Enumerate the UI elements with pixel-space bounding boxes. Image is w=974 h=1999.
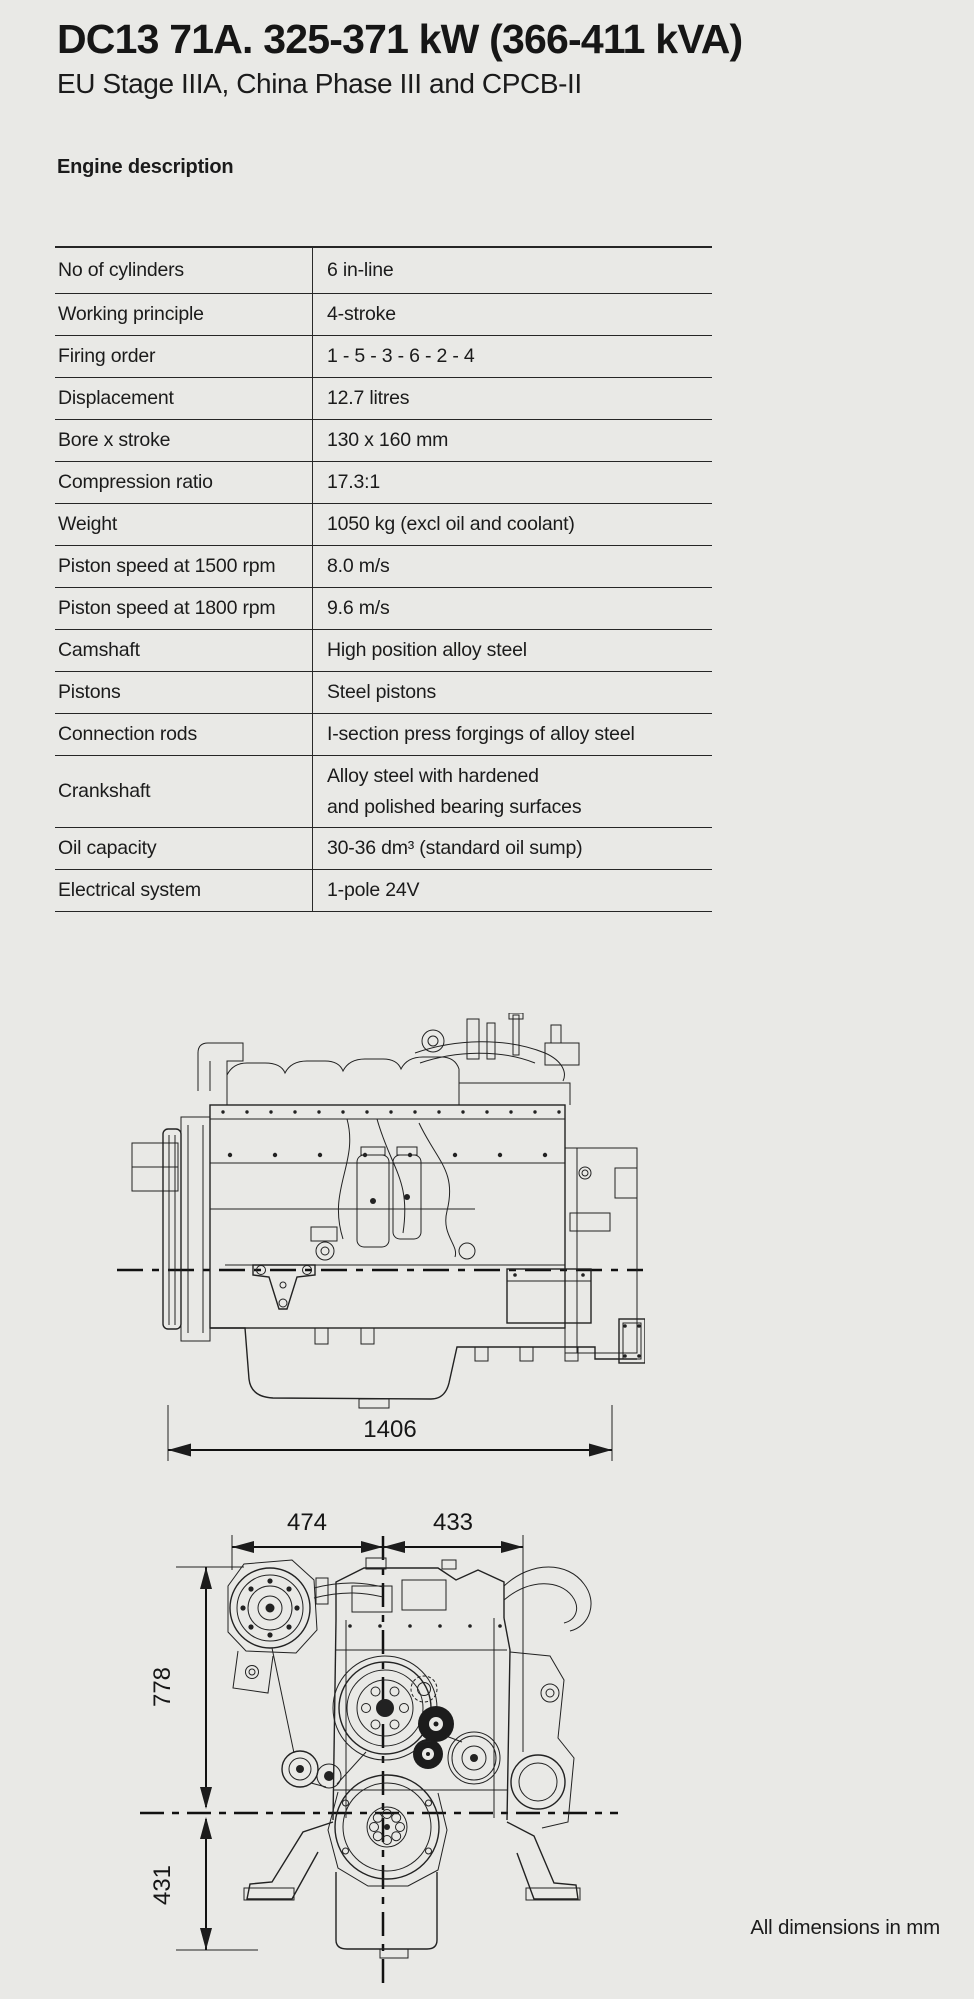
spec-value: Steel pistons	[327, 681, 437, 704]
front-height-lower-label: 431	[149, 1865, 176, 1905]
spec-label: Compression ratio	[55, 462, 313, 503]
spec-label: Piston speed at 1500 rpm	[55, 546, 313, 587]
spec-label: Bore x stroke	[55, 420, 313, 461]
front-height-upper-label: 778	[149, 1667, 176, 1707]
spec-value: 17.3:1	[327, 471, 381, 494]
spec-value: 4-stroke	[327, 303, 396, 326]
front-height-dimensions: 778 431	[149, 1566, 258, 1951]
page-subtitle: EU Stage IIIA, China Phase III and CPCB-…	[57, 68, 582, 99]
spec-value: 1-pole 24V	[327, 879, 420, 902]
spec-label: Connection rods	[55, 714, 313, 755]
spec-label: Oil capacity	[55, 828, 313, 869]
spec-label: Piston speed at 1800 rpm	[55, 588, 313, 629]
spec-label: Weight	[55, 504, 313, 545]
spec-value: 9.6 m/s	[327, 597, 390, 620]
spec-value: 12.7 litres	[327, 387, 410, 410]
engine-side-view-drawing: 1406	[115, 1013, 645, 1473]
spec-value: 1 - 5 - 3 - 6 - 2 - 4	[327, 345, 475, 368]
engine-spec-table: No of cylinders 6 in-line Working princi…	[55, 246, 712, 912]
table-row: Crankshaft Alloy steel with hardened and…	[55, 756, 712, 828]
spec-label: Pistons	[55, 672, 313, 713]
table-row: Electrical system 1-pole 24V	[55, 870, 712, 912]
spec-label: Working principle	[55, 294, 313, 335]
table-row: Pistons Steel pistons	[55, 672, 712, 714]
front-width-dimensions: 474 433	[231, 1509, 524, 1752]
spec-value: High position alloy steel	[327, 639, 527, 662]
side-length-label: 1406	[363, 1416, 416, 1443]
table-row: No of cylinders 6 in-line	[55, 248, 712, 294]
table-row: Camshaft High position alloy steel	[55, 630, 712, 672]
spec-label: Electrical system	[55, 870, 313, 911]
spec-label: Displacement	[55, 378, 313, 419]
table-row: Firing order 1 - 5 - 3 - 6 - 2 - 4	[55, 336, 712, 378]
front-engine-art	[227, 1557, 592, 1959]
spec-value: I-section press forgings of alloy steel	[327, 723, 635, 746]
spec-value: 6 in-line	[327, 259, 394, 282]
table-row: Bore x stroke 130 x 160 mm	[55, 420, 712, 462]
spec-label: Firing order	[55, 336, 313, 377]
spec-value: 1050 kg (excl oil and coolant)	[327, 513, 575, 536]
table-heading: Engine description	[57, 156, 234, 178]
spec-label: Crankshaft	[55, 756, 313, 827]
table-row: Connection rods I-section press forgings…	[55, 714, 712, 756]
table-row: Oil capacity 30-36 dm³ (standard oil sum…	[55, 828, 712, 870]
table-row: Displacement 12.7 litres	[55, 378, 712, 420]
spec-value: 30-36 dm³ (standard oil sump)	[327, 837, 583, 860]
table-row: Piston speed at 1500 rpm 8.0 m/s	[55, 546, 712, 588]
spec-label: Camshaft	[55, 630, 313, 671]
engine-front-view-drawing: 474 433 778 431	[140, 1490, 620, 1990]
table-row: Weight 1050 kg (excl oil and coolant)	[55, 504, 712, 546]
side-length-dimension: 1406	[167, 1405, 613, 1461]
page-title: DC13 71A. 325-371 kW (366-411 kVA)	[57, 16, 743, 62]
dimensions-note: All dimensions in mm	[750, 1916, 940, 1939]
front-width-left-label: 474	[287, 1509, 327, 1536]
table-row: Working principle 4-stroke	[55, 294, 712, 336]
spec-value: 8.0 m/s	[327, 555, 390, 578]
table-row: Compression ratio 17.3:1	[55, 462, 712, 504]
spec-value: Alloy steel with hardened and polished b…	[327, 765, 582, 818]
table-row: Piston speed at 1800 rpm 9.6 m/s	[55, 588, 712, 630]
front-width-right-label: 433	[433, 1509, 473, 1536]
spec-label: No of cylinders	[55, 248, 313, 293]
spec-value: 130 x 160 mm	[327, 429, 449, 452]
side-engine-art	[131, 1013, 645, 1409]
